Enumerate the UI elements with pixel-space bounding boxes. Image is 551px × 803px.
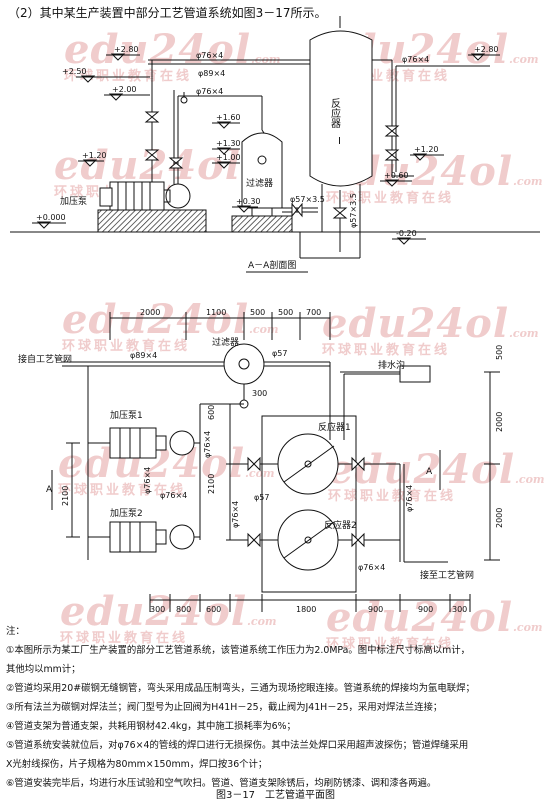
dim-label: 300 [452, 605, 467, 614]
level-label: +0.60 [384, 171, 409, 180]
valve-icon [384, 149, 400, 161]
level-label: +0.30 [236, 197, 261, 206]
note-line: ⑥管道安装完毕后，均进行水压试验和空气吹扫。管道、管道支架除锈后，均刷防锈漆、调… [6, 778, 437, 789]
dim-label: 2000 [495, 412, 504, 432]
valve-icon [168, 157, 184, 169]
dim-label: 2100 [61, 486, 70, 506]
valve-icon [384, 125, 400, 137]
section-title: A－A剖面图 [248, 259, 296, 271]
valve-icon [247, 532, 261, 548]
dim-label: 500 [250, 308, 265, 317]
note-line: 其他均以mm计； [6, 664, 81, 675]
pipe-label: φ76×4 [143, 467, 152, 494]
note-line: ④管道支架为普通支架，共耗用钢材42.4kg，其中施工损耗率为6%； [6, 721, 296, 732]
valve-icon [144, 111, 160, 123]
pipe-label: φ57 [254, 493, 269, 502]
pump-icon [99, 181, 191, 211]
valve-icon [291, 202, 303, 218]
drain-ditch [399, 365, 431, 383]
pipe-label: φ76×4 [196, 51, 223, 60]
level-label: +1.60 [216, 113, 241, 122]
pipe-label: φ57 [272, 349, 287, 358]
dim-label: 300 [150, 605, 165, 614]
reactor-number: Ⅰ [338, 136, 341, 147]
figure-caption: 图3－17 工艺管道平面图 [215, 790, 336, 801]
valve-icon [332, 207, 348, 219]
reactor-platform [261, 415, 357, 593]
pipe-label: φ76×4 [405, 485, 414, 512]
pipe-label: φ57×3.5 [349, 193, 358, 228]
dim-label: 1100 [206, 308, 226, 317]
level-label: -0.20 [396, 229, 417, 238]
dim-label: 600 [206, 605, 221, 614]
pipe-label: φ76×4 [402, 55, 429, 64]
pump-foundation [97, 209, 207, 233]
dim-label: 900 [418, 605, 433, 614]
dim-label: 700 [306, 308, 321, 317]
reactor-icon [277, 433, 339, 495]
filter-foundation [231, 215, 293, 233]
note-line: X光射线探伤，片子规格为80mm×150mm，焊口按36个计； [6, 759, 268, 770]
filter-icon [241, 132, 283, 216]
pump-icon [109, 427, 195, 459]
intro-text: （2）其中某生产装置中部分工艺管道系统如图3－17所示。 [8, 6, 327, 20]
note-line: ②管道均采用20#碳钢无缝钢管，弯头采用成品压制弯头，三通为现场挖眼连接。管道系… [6, 683, 475, 694]
dim-label: 600 [207, 405, 216, 420]
pipe-label: φ89×4 [198, 69, 225, 78]
dim-label: 800 [176, 605, 191, 614]
to-network-label: 接至工艺管网 [420, 569, 474, 581]
dim-label: 2100 [207, 474, 216, 494]
dim-label: 1800 [296, 605, 316, 614]
pipe-label: φ76×4 [358, 563, 385, 572]
reactor-icon [277, 509, 339, 571]
valve-icon [351, 532, 365, 548]
valve-icon [351, 456, 365, 472]
pipe-label: φ76×4 [160, 491, 187, 500]
filter-label: 过滤器 [246, 177, 273, 189]
note-line: ①本图所示为某工厂生产装置的部分工艺管道系统，该管道系统工作压力为2.0MPa。… [6, 645, 471, 656]
valve-icon [247, 456, 261, 472]
level-label: +2.50 [62, 67, 87, 76]
pipe-label: φ76×4 [196, 87, 223, 96]
pump1-label: 加压泵1 [110, 410, 143, 421]
drain-label: 排水沟 [378, 359, 405, 371]
notes-title: 注： [6, 626, 25, 637]
dim-label: 900 [368, 605, 383, 614]
level-label: +1.30 [216, 139, 241, 148]
level-label: +1.00 [216, 153, 241, 162]
note-line: ③所有法兰为碳钢对焊法兰；阀门型号为止回阀为H41H－25，截止阀为J41H－2… [6, 702, 443, 713]
pipe-label: φ89×4 [130, 351, 157, 360]
level-label: +2.00 [112, 85, 137, 94]
dim-label: 2000 [495, 508, 504, 528]
level-label: +0.000 [36, 213, 66, 222]
note-line: ⑤管道系统安装就位后，对φ76×4的管线的焊口进行无损探伤。其中法兰处焊口采用超… [6, 740, 469, 751]
level-label: +1.20 [82, 151, 107, 160]
pipe-label: φ57×3.5 [290, 195, 325, 204]
from-network-label: 接自工艺管网 [18, 353, 72, 365]
reactor2-label: 反应器2 [324, 519, 357, 531]
valve-icon [144, 149, 160, 161]
dim-label: 500 [495, 345, 504, 360]
pipe-label: φ76×4 [203, 431, 212, 458]
level-label: +1.20 [414, 145, 439, 154]
reactor1-label: 反应器1 [318, 421, 351, 433]
notes: 注： ①本图所示为某工厂生产装置的部分工艺管道系统，该管道系统工作压力为2.0M… [6, 622, 546, 793]
section-mark: A [426, 467, 433, 477]
filter-label: 过滤器 [212, 336, 239, 348]
pump-label: 加压泵 [60, 196, 87, 207]
level-label: +2.80 [114, 45, 139, 54]
dim-label: 500 [278, 308, 293, 317]
dim-label: 300 [252, 389, 267, 398]
section-mark: A [46, 485, 53, 495]
level-label: +2.80 [474, 45, 499, 54]
reactor-label: 反应器 [329, 98, 341, 129]
reactor-icon [309, 16, 373, 232]
pump-icon [109, 521, 195, 553]
pump2-label: 加压泵2 [110, 508, 143, 519]
filter-icon [223, 343, 265, 385]
dim-label: 2000 [140, 308, 160, 317]
pipe-label: φ76×4 [231, 501, 240, 528]
